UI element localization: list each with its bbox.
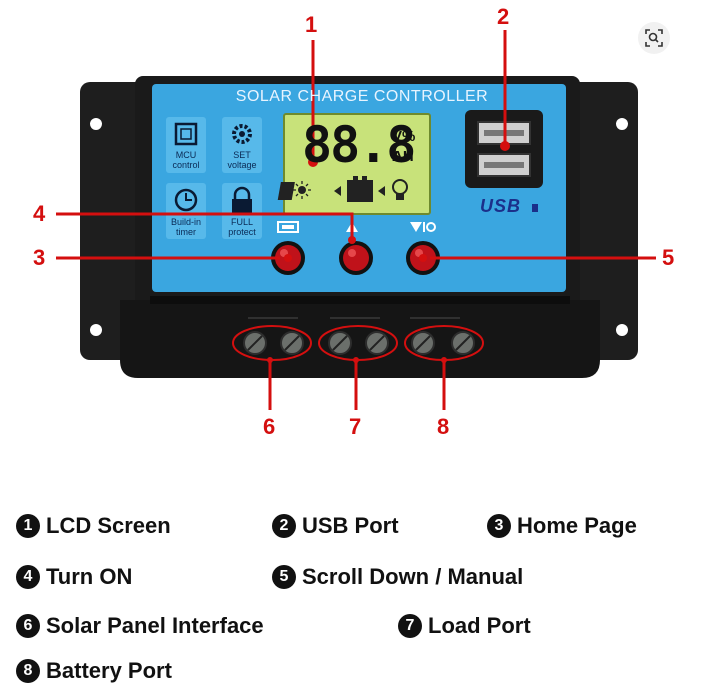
legend-text: USB Port [302, 513, 399, 538]
legend-item-4: 4 Turn ON [16, 564, 132, 590]
gear-icon [232, 124, 252, 144]
usb-logo: USB [480, 196, 522, 216]
callout-1: 1 [305, 12, 318, 37]
legend-item-3: 3 Home Page [487, 513, 637, 539]
callout-2: 2 [497, 4, 510, 29]
legend-number: 3 [487, 514, 511, 538]
callout-leader-lines [56, 30, 656, 410]
mount-hole [90, 118, 102, 130]
tile-label-set: SET voltage [227, 150, 257, 170]
bulb-icon [392, 179, 408, 200]
legend-text: Battery Port [46, 658, 172, 683]
lcd-unit-bottom: AH [392, 148, 414, 165]
battery-port-terminals [411, 331, 475, 355]
legend-text: Load Port [428, 613, 531, 638]
callout-3: 3 [33, 245, 46, 270]
legend-number: 2 [272, 514, 296, 538]
legend-text: Scroll Down / Manual [302, 564, 524, 589]
legend-item-7: 7 Load Port [398, 613, 531, 639]
charge-controller-illustration [56, 30, 656, 410]
mount-hole [616, 324, 628, 336]
sun-icon [293, 181, 311, 199]
callout-8: 8 [437, 414, 450, 439]
lens-search-icon [645, 29, 663, 47]
legend-item-1: 1 LCD Screen [16, 513, 171, 539]
legend-number: 6 [16, 614, 40, 638]
lcd-unit-top: V% [392, 128, 416, 145]
mount-hole [616, 118, 628, 130]
chip-icon [174, 122, 198, 146]
solar-panel-icon [277, 182, 295, 200]
legend-item-8: 8 Battery Port [16, 658, 172, 684]
legend-number: 8 [16, 659, 40, 683]
tile-set [222, 117, 262, 173]
callout-7: 7 [349, 414, 362, 439]
legend-number: 7 [398, 614, 422, 638]
legend-number: 5 [272, 565, 296, 589]
lock-icon [232, 186, 252, 213]
load-port-terminals [328, 331, 389, 355]
turn-on-button [339, 241, 373, 275]
visual-search-button[interactable] [638, 22, 670, 54]
legend-item-2: 2 USB Port [272, 513, 399, 539]
callout-dots [267, 141, 510, 363]
clock-icon [174, 188, 198, 212]
legend-item-6: 6 Solar Panel Interface [16, 613, 264, 639]
tile-label-mcu: MCU control [172, 150, 200, 170]
legend-text: Turn ON [46, 564, 133, 589]
legend-number: 1 [16, 514, 40, 538]
legend-text: LCD Screen [46, 513, 171, 538]
down-triangle-icon [410, 222, 436, 232]
callout-4: 4 [33, 201, 46, 226]
legend-item-5: 5 Scroll Down / Manual [272, 564, 523, 590]
arrow-icon [378, 186, 385, 196]
home-symbol-icon [277, 221, 299, 233]
tile-label-protect: FULL protect [228, 217, 256, 237]
battery-icon [347, 176, 373, 202]
callout-6: 6 [263, 414, 276, 439]
callout-5: 5 [662, 245, 675, 270]
device-title: SOLAR CHARGE CONTROLLER [235, 88, 489, 105]
terminal-housing [120, 300, 600, 378]
mount-hole [90, 324, 102, 336]
arrow-icon [334, 186, 341, 196]
legend-text: Home Page [517, 513, 637, 538]
lcd-digits: 88.8 [302, 116, 416, 174]
legend-text: Solar Panel Interface [46, 613, 264, 638]
solar-panel-terminals [243, 331, 304, 355]
right-mount-flange [568, 82, 638, 360]
legend-number: 4 [16, 565, 40, 589]
tile-label-timer: Build-in timer [170, 217, 201, 237]
